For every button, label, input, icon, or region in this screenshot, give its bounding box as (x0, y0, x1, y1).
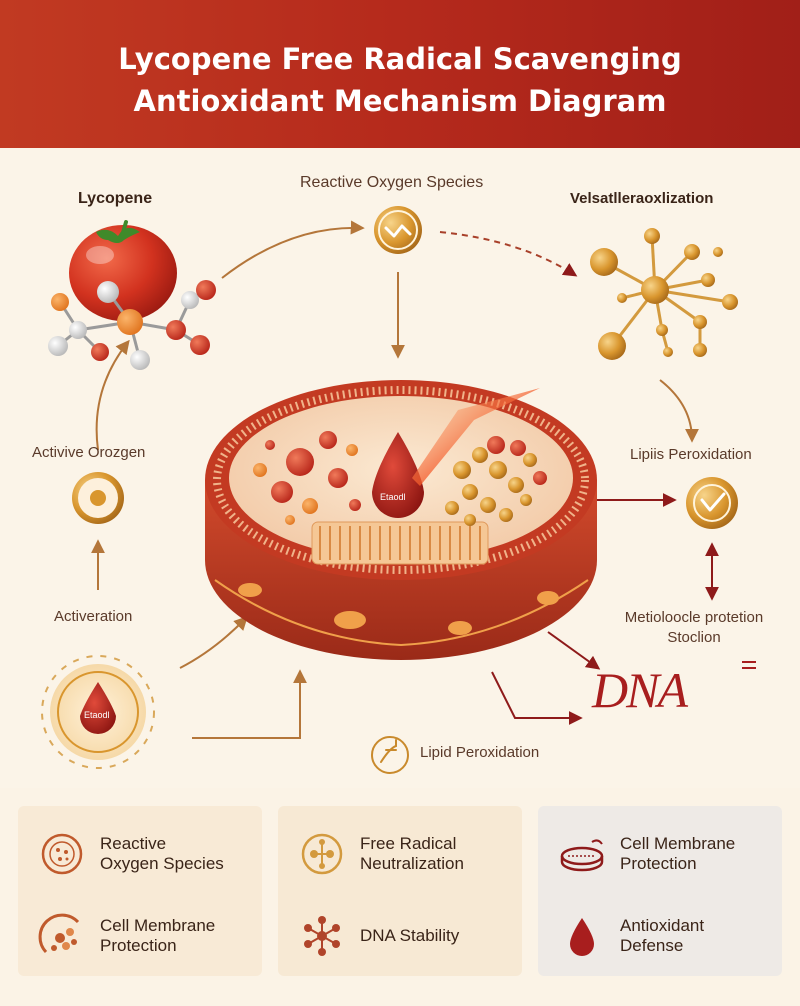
legend-item-membrane: Cell Membrane Protection (38, 912, 250, 960)
legend-text: Reactive Oxygen Species (100, 834, 250, 874)
flow-arrows (91, 220, 719, 739)
cell-membrane-disc (205, 380, 597, 660)
mechanism-diagram: Lycopene Reactive Oxygen Species Velsatl… (0, 148, 800, 788)
lipid-peroxidation-badge-icon (686, 477, 738, 529)
legend-text: DNA Stability (360, 926, 510, 946)
label-velsat: Velsatlleraoxlization (570, 190, 714, 207)
legend-panel-1: Reactive Oxygen Species Cell Membrane Pr… (18, 806, 262, 976)
arrow-active-to-lycopene (95, 339, 130, 451)
label-metabolic-line-2: Stoclion (667, 629, 721, 646)
lycopene-tomato-icon (69, 220, 177, 321)
legend-panel-3: Cell Membrane Protection Antioxidant Def… (538, 806, 782, 976)
legend-line-2: Defense (620, 936, 684, 955)
legend-item-dna-stability: DNA Stability (298, 912, 510, 960)
dna-drop-icon (570, 918, 594, 956)
ros-badge-icon (374, 206, 422, 254)
legend-line-2: Oxygen Species (100, 854, 224, 873)
arrow-disc-to-dna-2 (491, 671, 583, 725)
legend-item-membrane-protection: Cell Membrane Protection (558, 830, 770, 878)
legend-line-1: Cell Membrane (100, 916, 216, 935)
legend-item-neutralization: Free Radical Neutralization (298, 830, 510, 878)
legend-line-2: Protection (620, 854, 697, 873)
page-title: Lycopene Free Radical Scavenging Antioxi… (0, 38, 800, 122)
molecule-network-icon (301, 833, 343, 875)
active-oxygen-icon (72, 472, 124, 524)
arrow-ros-to-velsat (439, 231, 578, 277)
header-banner: Lycopene Free Radical Scavenging Antioxi… (0, 0, 800, 148)
membrane-particles-icon (38, 913, 80, 954)
label-lipid-peroxidation-right: Lipiis Peroxidation (630, 446, 752, 463)
legend-line-1: DNA Stability (360, 926, 460, 945)
legend-panel-2: Free Radical Neutralization DNA Stabilit… (278, 806, 522, 976)
gold-radical-network-icon (590, 228, 738, 360)
arrow-lycopene-to-ros (221, 220, 365, 279)
arrow-activation-to-disc (179, 615, 248, 669)
membrane-dish-icon (560, 839, 604, 872)
arrow-disc-to-dna-1 (547, 631, 601, 670)
legend-line-1: Cell Membrane (620, 834, 736, 853)
label-center-drop: Etaodl (380, 492, 406, 502)
legend-text: Antioxidant Defense (620, 916, 770, 956)
legend-line-2: Neutralization (360, 854, 464, 873)
label-metabolic-line-1: Metioloocle protetion (624, 609, 764, 626)
label-dna: DNA (592, 662, 688, 718)
title-line-2: Antioxidant Mechanism Diagram (133, 84, 667, 118)
lipid-peroxidation-icon (371, 736, 409, 774)
cell-circle-icon (41, 833, 83, 875)
legend-line-2: Protection (100, 936, 177, 955)
title-line-1: Lycopene Free Radical Scavenging (118, 42, 682, 76)
legend-text: Free Radical Neutralization (360, 834, 510, 874)
label-reactive-oxygen-species: Reactive Oxygen Species (300, 174, 484, 191)
radical-network-icon (304, 916, 340, 956)
dna-icon (742, 661, 756, 669)
legend-item-antioxidant-defense: Antioxidant Defense (558, 912, 770, 960)
label-metabolic-protection: Metioloocle protetion Stoclion (608, 608, 780, 648)
legend-text: Cell Membrane Protection (100, 916, 250, 956)
legend-item-ros: Reactive Oxygen Species (38, 830, 250, 878)
legend-text: Cell Membrane Protection (620, 834, 770, 874)
label-active-oxygen: Activive Orozgen (32, 444, 146, 461)
arrow-bottom-to-disc (192, 669, 307, 739)
label-activation: Activeration (54, 608, 133, 625)
arrow-velsat-down (659, 379, 699, 443)
label-left-drop: Etaodl (84, 710, 110, 720)
label-lycopene: Lycopene (78, 190, 153, 207)
legend-line-1: Antioxidant (620, 916, 705, 935)
label-lipid-peroxidation-bottom: Lipid Peroxidation (420, 744, 540, 761)
diagram-canvas (41, 206, 756, 774)
legend-line-1: Reactive (100, 834, 167, 853)
lycopene-molecule-icon (48, 280, 216, 370)
legend-line-1: Free Radical (360, 834, 457, 853)
activation-glow-icon (41, 655, 155, 769)
